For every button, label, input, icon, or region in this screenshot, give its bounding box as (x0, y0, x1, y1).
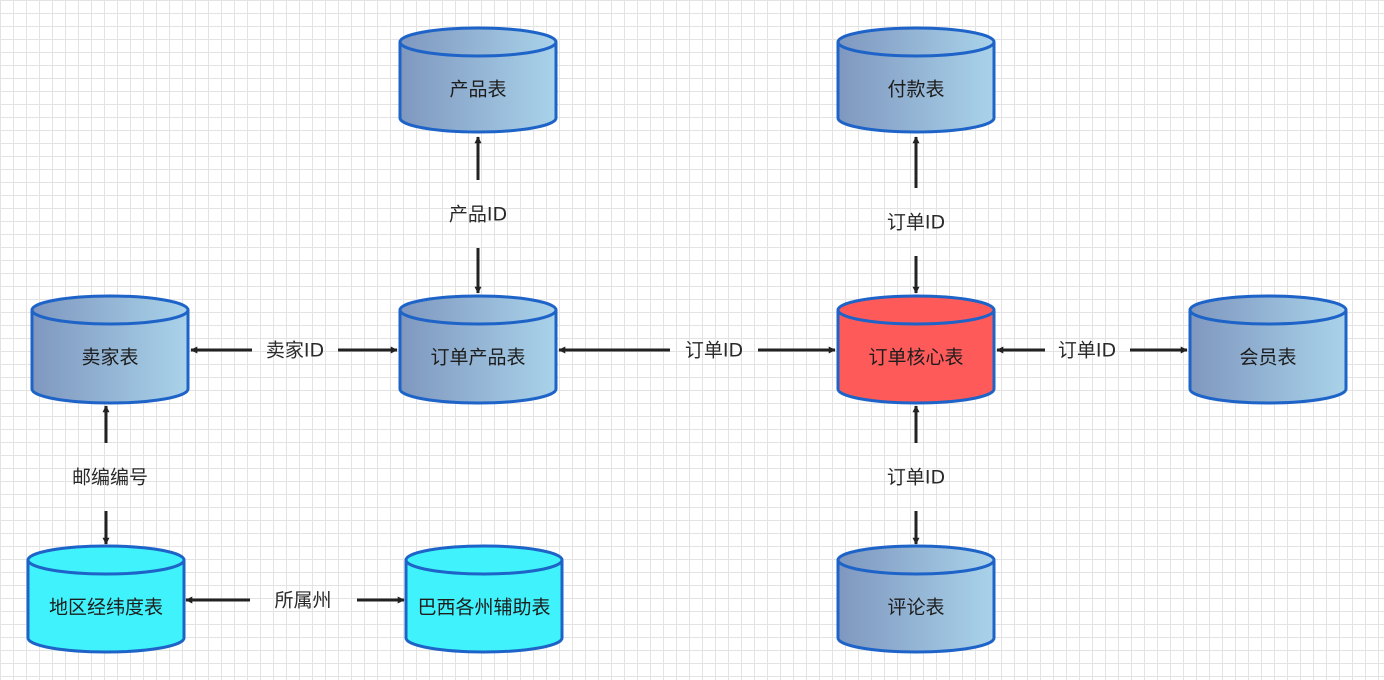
node-payment-table: 付款表 (836, 26, 996, 134)
node-review-table: 评论表 (836, 544, 996, 654)
node-label-geo-table: 地区经纬度表 (49, 597, 163, 619)
node-order-product-table: 订单产品表 (398, 294, 558, 405)
edge-labels: 产品ID 订单ID 卖家ID 订单ID 订单ID 邮编编号 订单ID 所属州 (72, 204, 1116, 612)
node-label-brazil-state-table: 巴西各州辅助表 (417, 597, 550, 619)
edge-label-order-id-review: 订单ID (887, 467, 945, 489)
node-label-order-core-table: 订单核心表 (868, 347, 963, 369)
edge-label-state: 所属州 (274, 590, 331, 612)
node-label-product-table: 产品表 (449, 79, 506, 101)
node-member-table: 会员表 (1188, 294, 1348, 405)
node-brazil-state-table: 巴西各州辅助表 (404, 544, 564, 654)
node-label-seller-table: 卖家表 (81, 347, 138, 369)
node-label-review-table: 评论表 (887, 597, 944, 619)
edge-label-order-id-main: 订单ID (685, 340, 743, 362)
node-order-core-table: 订单核心表 (836, 294, 996, 405)
node-geo-table: 地区经纬度表 (26, 544, 186, 654)
edge-label-order-id-payment: 订单ID (887, 212, 945, 234)
node-label-member-table: 会员表 (1239, 347, 1296, 369)
edges (102, 136, 1188, 604)
edge-label-order-id-member: 订单ID (1058, 340, 1116, 362)
node-label-payment-table: 付款表 (887, 79, 944, 101)
node-label-order-product-table: 订单产品表 (430, 347, 525, 369)
edge-label-product-id: 产品ID (449, 204, 507, 226)
node-product-table: 产品表 (398, 26, 558, 134)
edge-label-zip-code: 邮编编号 (72, 467, 148, 489)
edge-label-seller-id: 卖家ID (266, 340, 324, 362)
node-seller-table: 卖家表 (30, 294, 190, 405)
